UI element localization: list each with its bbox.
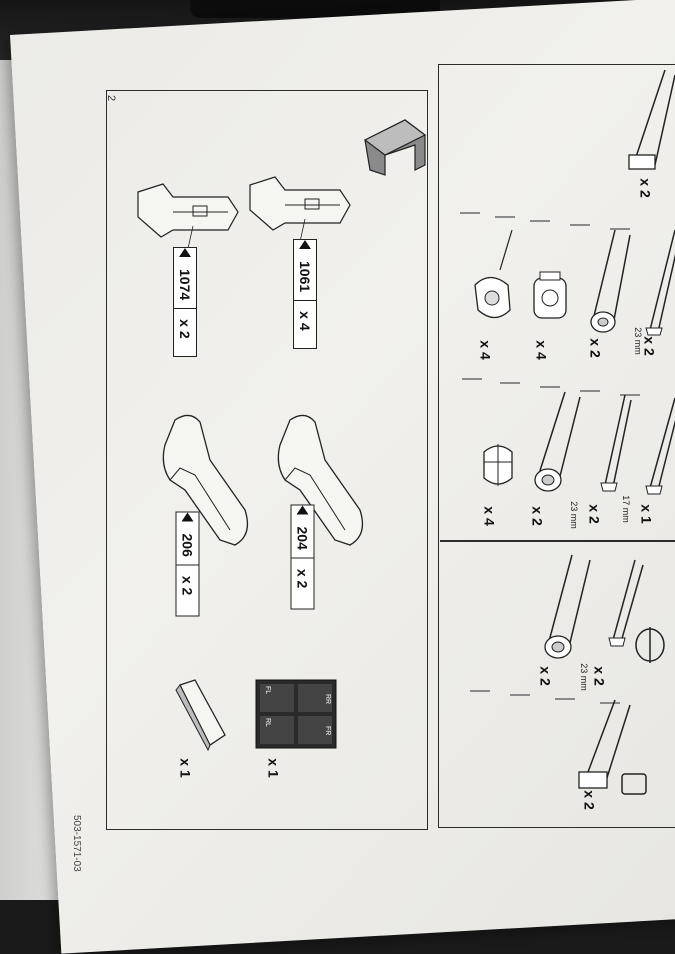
round-tube-quantity: x 2 [587,338,604,358]
separator [510,694,530,696]
separator [470,690,490,692]
square-channel-lower-icon [578,699,631,789]
part-quantity: x 2 [294,568,311,589]
separator [570,224,590,226]
decal-label-fl: FL [264,686,271,694]
plate-icon [175,679,226,752]
part-number: 204 [291,518,314,559]
decal-label-rl: RL [264,718,271,727]
part-quantity: x 4 [297,311,313,331]
pad-204-icon [277,414,364,546]
arrow-marker-icon [181,512,194,522]
plate-quantity: x 1 [177,758,194,778]
rod-row3-icon [608,559,644,647]
decal-label-fr: FR [324,726,331,735]
arrow-marker-icon [299,240,311,249]
part-quantity: x 2 [179,575,196,596]
clip-1061-icon [249,176,351,266]
separator [600,702,620,704]
roof-outline-icon [635,627,665,663]
arrow-marker-icon [296,505,309,515]
separator [620,394,640,396]
connector-quantity: x 4 [533,340,550,360]
tube-row3-quantity: x 2 [537,666,554,686]
rod-17mm-icon [645,397,675,495]
pad-206-icon [162,414,249,546]
square-profile-icon [621,773,647,795]
separator [500,382,520,384]
tube-row2-quantity: x 2 [529,506,546,526]
document-code: 503-1571-03 [71,815,82,872]
arrow-marker-icon [179,248,191,257]
separator [555,698,575,700]
decal-sheet-quantity: x 1 [265,758,282,778]
parts-frame-left [106,90,428,830]
rod-row3-quantity: x 2 [591,666,608,686]
part-label-1061: 1061 x 4 [293,239,317,349]
thin-rod-quantity: x 2 [641,336,658,356]
decal-sheet-icon: RR FR RL FL [255,679,337,749]
rod-row3-length: 23 mm [578,663,589,691]
part-number: 206 [176,525,199,566]
parts-frame-right [438,64,675,828]
instruction-content: 2 503-1571-03 1061 x 4 1074 x 2 [71,64,675,872]
tube-row3-icon [544,554,591,659]
square-channel-icon [628,69,675,170]
separator [610,228,630,230]
rod-23mm-icon [600,394,632,492]
part-number: 1074 [174,261,196,310]
rod-17mm-length: 17 mm [620,495,631,523]
bracket-cap-icon [363,119,427,176]
separator [462,378,482,380]
cap-nut-icon [483,444,513,486]
square-channel-lower-quantity: x 2 [581,790,598,810]
separator [460,212,480,214]
separator [495,216,515,218]
thin-rod-length: 23 mm [632,327,643,355]
frame-divider [440,540,675,542]
decal-label-rr: RR [324,694,331,704]
part-label-206: 206 x 2 [175,511,200,617]
hub-icon [474,229,513,319]
separator [530,220,550,222]
part-label-1074: 1074 x 2 [173,247,197,357]
rod-23mm-quantity: x 2 [586,504,603,524]
separator [540,386,560,388]
rod-17mm-quantity: x 1 [638,504,655,524]
thin-rod-icon [645,229,675,336]
part-label-204: 204 x 2 [290,504,315,610]
hub-quantity: x 4 [477,340,494,360]
round-tube-icon [590,229,631,333]
separator [580,390,600,392]
tube-row2-icon [534,391,581,492]
clip-1074-icon [137,183,239,263]
connector-icon [533,271,567,319]
part-quantity: x 2 [177,319,193,339]
cap-nut-quantity: x 4 [481,506,498,526]
square-channel-quantity: x 2 [637,178,654,198]
part-number: 1061 [294,253,316,302]
rod-23mm-length: 23 mm [568,501,579,529]
